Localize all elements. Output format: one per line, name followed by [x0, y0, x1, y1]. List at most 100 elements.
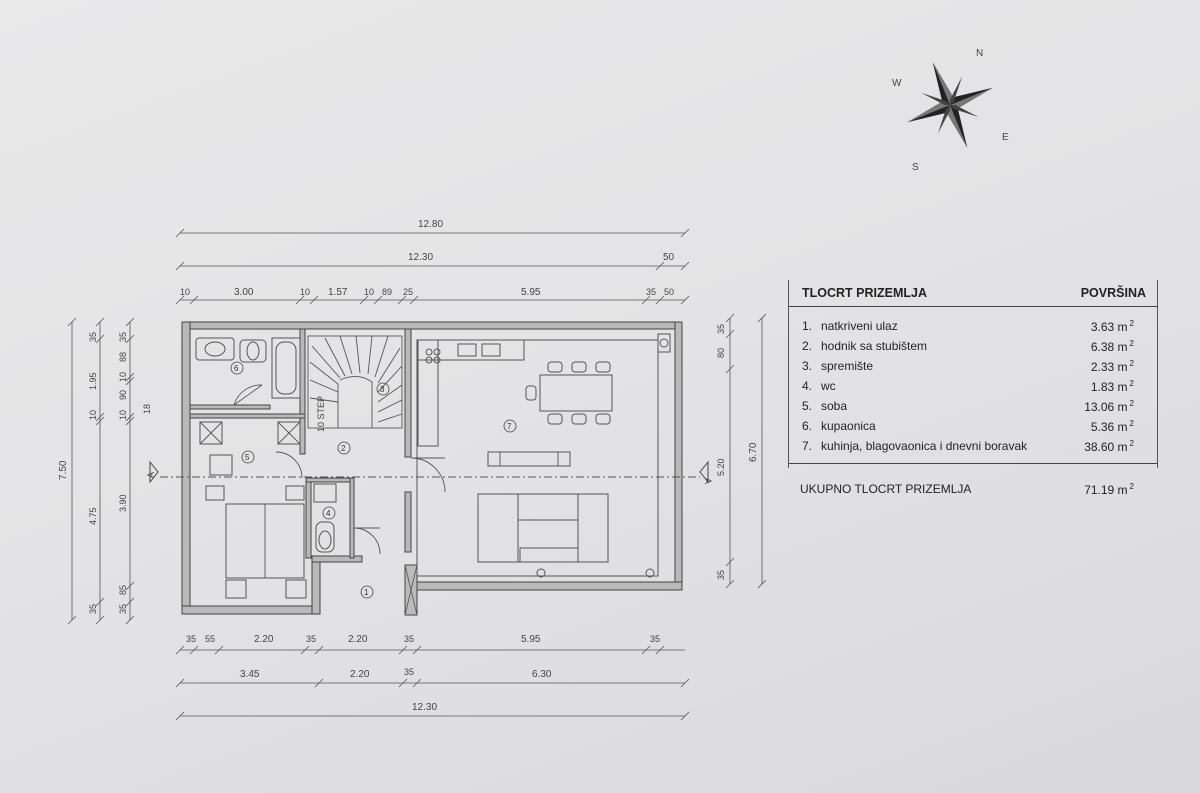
dim-left-mid-4: 35: [88, 604, 98, 614]
compass-e: E: [1002, 132, 1009, 143]
dim-top-4: 10: [364, 287, 374, 297]
room-number-1: 1: [364, 588, 369, 597]
dim-left-overall: 7.50: [58, 460, 69, 480]
room-number-5: 5: [245, 453, 250, 462]
table-header: TLOCRT PRIZEMLJA POVRŠINA: [788, 280, 1158, 307]
kitchen-living-furniture: [410, 333, 671, 578]
row-number: 1.: [802, 319, 813, 333]
table-border-right: [1157, 280, 1158, 468]
room-number-3: 3: [380, 385, 385, 394]
dim-left-inner-1: 88: [118, 352, 128, 362]
section-label-left: A: [146, 472, 156, 478]
compass-icon: [907, 62, 993, 148]
dim-bottom2-0: 3.45: [240, 669, 260, 680]
dim-left-mid-2: 10: [88, 410, 98, 420]
row-area-value: 13.06 m: [1084, 400, 1128, 414]
dim-top-1: 3.00: [234, 287, 254, 298]
dim-top-8: 35: [646, 287, 656, 297]
bedroom-furniture: [199, 421, 307, 599]
walls: [181, 321, 683, 616]
row-label: kuhinja, blagovaonica i dnevni boravak: [821, 439, 1028, 453]
dim-top-2: 10: [300, 287, 310, 297]
total-label: UKUPNO TLOCRT PRIZEMLJA: [800, 482, 972, 496]
compass-s: S: [912, 162, 919, 173]
dim-left-inner-2: 10: [118, 372, 128, 382]
row-area-value: 1.83 m: [1090, 380, 1128, 394]
row-area-value: 38.60 m: [1084, 440, 1128, 454]
dim-left-inner-0: 35: [118, 332, 128, 342]
row-area-unit: 2: [1129, 439, 1134, 448]
dim-bottom-3: 35: [306, 634, 316, 644]
dim-bottom-overall: 12.30: [412, 702, 437, 713]
dim-right-inner-1: 80: [716, 348, 726, 358]
table-row: 7. kuhinja, blagovaonica i dnevni borava…: [788, 435, 1158, 455]
dim-second-right: 50: [663, 252, 675, 263]
dim-top-0: 10: [180, 287, 190, 297]
dim-bottom2-1: 2.20: [350, 669, 370, 680]
dim-left-inner-7: 85: [118, 585, 128, 595]
dim-overall-width: 12.80: [418, 219, 443, 230]
compass-n: N: [976, 48, 983, 59]
dim-left-mid-3: 4.75: [88, 507, 98, 525]
dim-right-inner-2: 5.20: [716, 458, 726, 476]
row-area-unit: 2: [1129, 379, 1134, 388]
row-number: 3.: [802, 359, 813, 373]
dim-bottom-7: 35: [650, 634, 660, 644]
dim-left-inner-3: 90: [118, 390, 128, 400]
row-number: 7.: [802, 439, 813, 453]
row-label: natkriveni ulaz: [821, 319, 898, 333]
row-area-unit: 2: [1129, 339, 1134, 348]
dim-left-inner-4: 10: [118, 410, 128, 420]
dim-bottom-2: 2.20: [254, 634, 274, 645]
room-numbers: 1 2 3 4 5 6 7: [230, 361, 517, 599]
dim-left-mid-1: 1.95: [88, 372, 98, 390]
room-area-table: TLOCRT PRIZEMLJA POVRŠINA 1. natkriveni …: [788, 280, 1158, 502]
row-number: 6.: [802, 419, 813, 433]
row-label: kupaonica: [821, 419, 876, 433]
dim-right-inner-0: 35: [716, 324, 726, 334]
dim-second-width: 12.30: [408, 252, 433, 263]
section-label-right: A: [703, 478, 713, 484]
compass-w: W: [892, 78, 902, 89]
dim-top-3: 1.57: [328, 287, 348, 298]
dim-bottom-6: 5.95: [521, 634, 541, 645]
left-dimensions: 7.50 35 1.95 10 4.75 35 35 88 1: [58, 317, 152, 625]
dim-right-overall: 6.70: [748, 442, 759, 462]
table-title: TLOCRT PRIZEMLJA: [802, 286, 927, 300]
room-number-6: 6: [234, 364, 239, 373]
row-label: soba: [821, 399, 848, 413]
row-area-unit: 2: [1129, 399, 1134, 408]
row-area-value: 5.36 m: [1090, 420, 1128, 434]
total-area-unit: 2: [1129, 482, 1134, 491]
row-area-unit: 2: [1129, 419, 1134, 428]
total-area-value: 71.19 m: [1084, 483, 1128, 497]
bathroom-fixtures: [195, 337, 301, 406]
table-border-left: [788, 280, 789, 468]
bottom-dimensions: 35 55 2.20 35 2.20 35 5.95 35 3.45 2.20 …: [175, 634, 690, 721]
dim-left-inner-6: 3.90: [118, 494, 128, 512]
right-dimensions: 35 80 5.20 35 6.70: [716, 313, 767, 589]
row-number: 5.: [802, 399, 813, 413]
dim-left-inner-5: 18: [142, 404, 152, 414]
dim-right-inner-3: 35: [716, 570, 726, 580]
row-area-value: 2.33 m: [1090, 360, 1128, 374]
dim-bottom-0: 35: [186, 634, 196, 644]
row-number: 2.: [802, 339, 813, 353]
row-label: spremište: [821, 359, 874, 373]
dim-top-6: 25: [403, 287, 413, 297]
top-dimensions: 12.80 12.30 50 10 3.00 10 1.57 10 89 25 …: [175, 219, 690, 305]
